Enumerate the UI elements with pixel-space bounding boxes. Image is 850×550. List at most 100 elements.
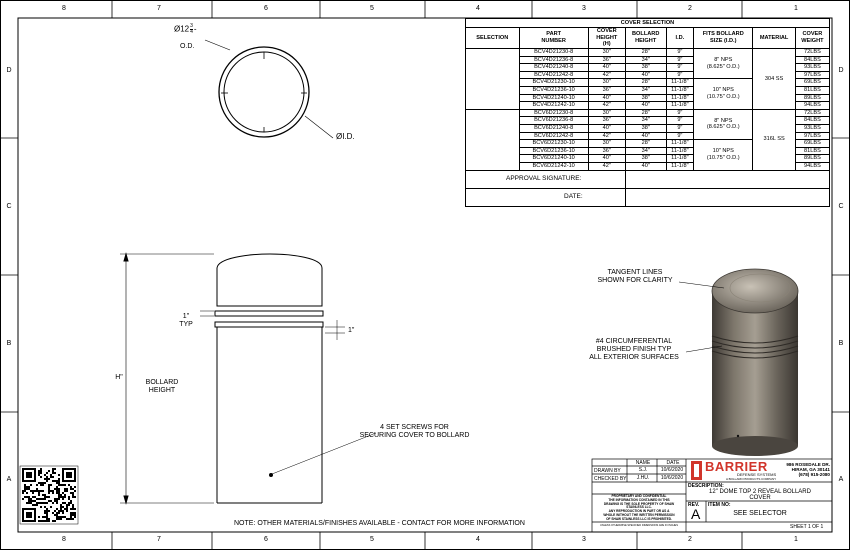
bollard-height: 40" <box>624 131 667 141</box>
od-prefix: Ø12 <box>174 24 190 34</box>
part-number: BCV4D21240-8 <box>518 63 589 72</box>
description-label: DESCRIPTION: <box>688 483 724 489</box>
header-bollard-height: BOLLARD HEIGHT <box>624 27 667 49</box>
cover-height: 40" <box>587 123 626 133</box>
part-number: BCV6D21230-10 <box>518 139 589 148</box>
od-fraction-den: 4 <box>190 29 193 35</box>
inner-diameter: 11-1/8" <box>665 146 695 156</box>
zone-col-8: 8 <box>62 5 66 12</box>
bollard-height: 38" <box>624 93 667 103</box>
part-number: BCV4D21236-8 <box>518 55 589 65</box>
item-no-label: ITEM NO: <box>708 502 731 508</box>
bollard-height: 34" <box>624 116 667 125</box>
cover-weight: 69LBS <box>794 78 831 87</box>
cover-height: 36" <box>587 146 626 156</box>
header-material: MATERIAL <box>752 27 796 49</box>
one-inch-label: 1" <box>348 327 355 334</box>
cover-height: 30" <box>587 78 626 87</box>
part-number: BCV6D21242-8 <box>518 131 589 141</box>
zone-row-a: A <box>6 476 12 483</box>
fits-bollard-size: 10" NPS (10.75" O.D.) <box>693 78 754 110</box>
sheet-number: SHEET 1 OF 1 <box>790 524 824 530</box>
cover-weight: 94LBS <box>794 161 831 171</box>
cover-height: 42" <box>587 70 626 80</box>
cover-height: 40" <box>587 93 626 103</box>
bollard-height: 40" <box>624 161 667 171</box>
h-label: H" <box>115 374 123 381</box>
zone-col-6-bottom: 6 <box>264 536 268 543</box>
materials-note: NOTE: OTHER MATERIALS/FINISHES AVAILABLE… <box>234 520 525 527</box>
tolerance-note: UNLESS OTHERWISE SPECIFIED DIMENSIONS AR… <box>599 524 679 527</box>
bollard-height: 28" <box>624 48 667 57</box>
cover-weight: 97LBS <box>794 131 831 141</box>
zone-col-7: 7 <box>157 5 161 12</box>
brushed-finish-note: #4 CIRCUMFERENTIAL BRUSHED FINISH TYP AL… <box>589 338 679 361</box>
date-field[interactable] <box>624 187 831 207</box>
tb-checked-by-label: CHECKED BY <box>594 476 627 482</box>
inner-diameter: 9" <box>665 108 695 118</box>
zone-col-1-bottom: 1 <box>794 536 798 543</box>
company-logo-mark <box>691 461 702 480</box>
tb-date-header: DATE <box>666 460 680 466</box>
inner-diameter: 9" <box>665 48 695 57</box>
qr-code <box>19 465 79 525</box>
part-number: BCV6D21236-8 <box>518 116 589 125</box>
bollard-height: 34" <box>624 85 667 95</box>
tb-checked-by: J.HU. <box>636 475 650 481</box>
inner-diameter: 9" <box>665 63 695 72</box>
cover-weight: 93LBS <box>794 123 831 133</box>
cover-height: 42" <box>587 161 626 171</box>
bollard-height: 34" <box>624 55 667 65</box>
od-suffix: - <box>193 24 197 34</box>
tb-drawn-by-label: DRAWN BY <box>594 468 621 474</box>
part-number: BCV6D21242-10 <box>518 161 589 171</box>
cover-height: 36" <box>587 55 626 65</box>
inner-diameter: 11-1/8" <box>665 139 695 148</box>
cover-height: 30" <box>587 139 626 148</box>
zone-row-c: C <box>6 203 12 210</box>
selection-cell[interactable] <box>465 48 520 110</box>
company-sub: DEFENSE SYSTEMS <box>737 472 777 477</box>
zone-row-b: B <box>6 340 12 347</box>
table-title: COVER SELECTION <box>465 18 830 28</box>
header-fits-bollard-size: FITS BOLLARD SIZE (I.D.) <box>693 27 754 49</box>
inner-diameter: 9" <box>665 131 695 141</box>
material: 304 SS <box>752 48 796 110</box>
cover-height: 42" <box>587 131 626 141</box>
header-cover-height: COVER HEIGHT (H) <box>587 27 626 49</box>
zone-col-5: 5 <box>370 5 374 12</box>
company-name: BARRIER <box>705 459 768 474</box>
approval-signature-field[interactable] <box>624 169 831 189</box>
od-label: O.D. <box>180 43 195 50</box>
cover-height: 36" <box>587 85 626 95</box>
od-fraction-num: 3 <box>190 23 193 30</box>
tb-name-header: NAME <box>635 460 651 466</box>
fits-bollard-size: 8" NPS (8.625" O.D.) <box>693 47 754 80</box>
zone-row-c-right: C <box>838 203 844 210</box>
inner-diameter: 9" <box>665 55 695 65</box>
part-number: BCV4D21230-8 <box>518 48 589 57</box>
cover-weight: 84LBS <box>794 116 831 125</box>
inner-diameter: 11-1/8" <box>665 78 695 87</box>
bollard-height-label: BOLLARD HEIGHT <box>145 379 179 394</box>
selection-cell[interactable] <box>465 108 520 171</box>
company-address: 986 ROSEDALE DR. HIRAM, GA 30141 (678) 9… <box>786 462 830 478</box>
item-no-value: SEE SELECTOR <box>733 510 787 517</box>
iso-view <box>678 268 799 456</box>
part-number: BCV6D21240-8 <box>518 123 589 133</box>
cover-weight: 72LBS <box>794 48 831 57</box>
part-number: BCV4D21236-10 <box>518 85 589 95</box>
inner-diameter: 9" <box>665 70 695 80</box>
inner-diameter: 11-1/8" <box>665 93 695 103</box>
tangent-lines-note: TANGENT LINES SHOWN FOR CLARITY <box>597 269 673 284</box>
cover-weight: 89LBS <box>794 154 831 163</box>
inner-diameter: 11-1/8" <box>665 101 695 110</box>
cover-height: 40" <box>587 154 626 163</box>
bollard-height: 40" <box>624 101 667 110</box>
cover-weight: 81LBS <box>794 146 831 156</box>
header-selection: SELECTION <box>465 27 520 49</box>
